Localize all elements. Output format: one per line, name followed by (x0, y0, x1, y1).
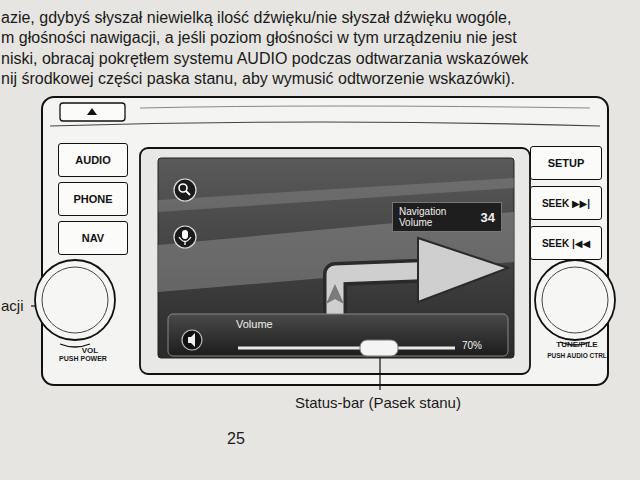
node-text: SEEK |◀◀ (542, 238, 590, 249)
control-button: SETUP (530, 146, 602, 180)
body-text-line: niski, obracaj pokrętłem systemu AUDIO p… (1, 50, 528, 68)
control-button: SEEK |◀◀ (530, 226, 602, 260)
leader-line (31, 305, 35, 306)
unit-housing (42, 97, 608, 385)
speaker-icon (182, 330, 202, 350)
page-number: 25 (227, 430, 245, 448)
node-text: 34 (481, 210, 495, 225)
node-text: PHONE (73, 193, 112, 205)
speaker-icon (188, 333, 195, 347)
microphone-icon (174, 226, 196, 248)
knob-label: PUSH AUDIO CTRL (547, 352, 607, 359)
status-bar-band (168, 314, 508, 356)
control-button: PHONE (58, 182, 128, 216)
volume-slider-knob (360, 340, 398, 356)
microphone-icon (182, 230, 188, 239)
volume-knob (35, 260, 115, 340)
search-icon (186, 191, 190, 195)
knob-label: VOL (82, 346, 98, 355)
control-button: AUDIO (58, 143, 128, 177)
screen (158, 158, 514, 358)
eject-symbol (87, 108, 97, 115)
node-text: NAV (82, 232, 104, 244)
body-text-line: azie, gdybyś słyszał niewielką ilość dźw… (1, 9, 511, 27)
microphone-icon (179, 237, 191, 245)
node-text: 70% (462, 340, 482, 351)
status-bar: Volume 70% (168, 314, 508, 356)
tune-knob (542, 267, 608, 333)
body-text-line: nij środkowej części paska stanu, aby wy… (1, 70, 515, 88)
search-icon (174, 179, 196, 201)
tune-knob (535, 260, 615, 340)
volume-slider-track (238, 347, 455, 350)
route-arrowhead (418, 238, 508, 302)
top-strip (50, 122, 600, 126)
volume-knob (42, 267, 108, 333)
node-text: SETUP (548, 157, 585, 169)
control-button: SEEK ▶▶| (530, 186, 602, 220)
volume-popup: Navigation Volume 34 (392, 202, 502, 232)
node-text: SEEK ▶▶| (542, 198, 590, 209)
control-button: NAV (58, 221, 128, 255)
leader-line (379, 358, 380, 390)
node-text: Volume (236, 318, 273, 330)
eject-button (60, 103, 125, 121)
node-text: AUDIO (75, 154, 110, 166)
knob-label: TUNE/FILE (556, 340, 597, 349)
callout-label: acji (1, 297, 24, 314)
body-text-line: m głośności nawigacji, a jeśli poziom gł… (1, 29, 517, 47)
callout-label: Status-bar (Pasek stanu) (295, 394, 461, 411)
node-text: Navigation Volume (399, 206, 465, 229)
top-strip (140, 106, 590, 108)
position-marker (326, 284, 344, 304)
knob-label: PUSH POWER (59, 355, 107, 363)
search-icon (179, 184, 187, 192)
screen-bezel (140, 148, 530, 374)
